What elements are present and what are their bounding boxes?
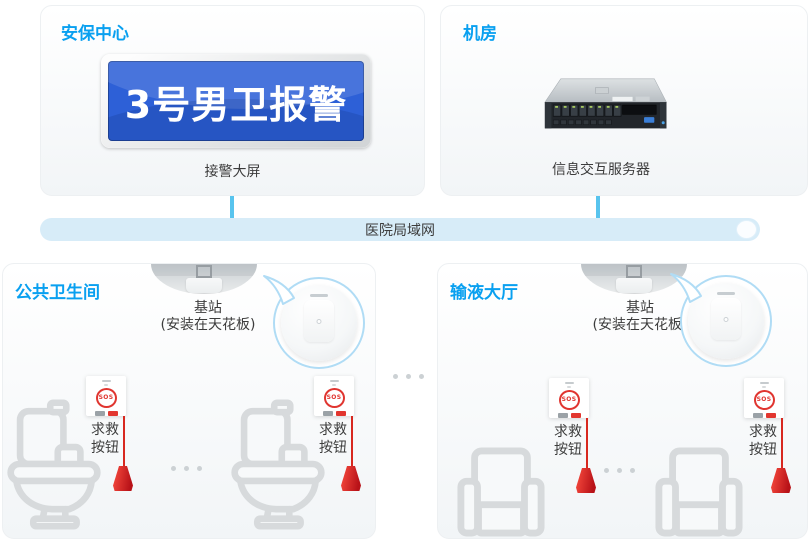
sos-brand-mark [564, 382, 574, 384]
sos-button-label: 求救 按钮 [749, 424, 777, 458]
station-tab-icon [186, 278, 222, 293]
armchair-icon [655, 447, 743, 537]
sos-ring-icon: SOS [95, 387, 117, 408]
pull-cord-icon [123, 416, 125, 467]
callout-tail-icon [263, 275, 295, 305]
server-icon [544, 78, 667, 129]
alarm-display-screen: 3号男卫报警 [108, 61, 364, 141]
sos-indicator-lights [557, 413, 581, 418]
sos-brand-mark [759, 382, 769, 384]
sos-button-label: 求救 按钮 [319, 422, 347, 456]
sos-button-label: 求救 按钮 [554, 424, 582, 458]
sos-brand-mark [332, 383, 336, 386]
ellipsis-dots-icon [393, 374, 424, 379]
sos-brand-mark [101, 380, 111, 382]
alarm-display-frame: 3号男卫报警 [101, 54, 371, 148]
sos-button-icon: SOS [314, 376, 354, 416]
sos-button-icon: SOS [549, 378, 589, 418]
sos-brand-mark [567, 385, 571, 388]
pull-cord-icon [586, 418, 588, 469]
sos-brand-mark [762, 385, 766, 388]
sos-button-icon: SOS [744, 378, 784, 418]
sos-text: SOS [756, 396, 772, 404]
sos-ring-icon: SOS [558, 389, 580, 410]
device-logo-mark [310, 294, 328, 297]
sos-text: SOS [98, 394, 114, 402]
server-caption: 信息交互服务器 [552, 162, 650, 178]
ellipsis-dots-icon [604, 468, 635, 473]
sos-ring-icon: SOS [323, 387, 345, 408]
ellipsis-dots-icon [171, 466, 202, 471]
lan-label: 医院局域网 [365, 222, 435, 239]
lan-link-left [230, 196, 234, 218]
server-group: 信息交互服务器 [441, 6, 761, 195]
sos-call-unit: SOS 求救 按钮 [314, 376, 370, 494]
sos-call-unit: SOS 求救 按钮 [744, 378, 800, 496]
callout-tail-icon [670, 273, 702, 303]
lan-link-right [596, 196, 600, 218]
station-zoom-callout [670, 273, 772, 367]
sos-text: SOS [326, 394, 342, 402]
pull-handle-icon [113, 466, 133, 491]
ceiling-station-icon [151, 264, 257, 294]
station-label: 基站 (安装在天花板) [160, 300, 256, 333]
sos-call-unit: SOS 求救 按钮 [549, 378, 605, 496]
infusion-hall-title: 输液大厅 [450, 283, 518, 303]
sos-ring-icon: SOS [753, 389, 775, 410]
infusion-hall-panel: 输液大厅 基站 (安装在天花板) SOS [437, 263, 808, 539]
lan-end-cap-icon [736, 220, 757, 239]
pull-cord-icon [351, 416, 353, 467]
pull-handle-icon [341, 466, 361, 491]
security-center-panel: 安保中心 3号男卫报警 接警大屏 [40, 5, 425, 196]
alarm-display-caption: 接警大屏 [204, 164, 261, 180]
toilet-icon [7, 399, 101, 530]
sos-text: SOS [561, 396, 577, 404]
alarm-message: 3号男卫报警 [124, 82, 348, 127]
sos-brand-mark [104, 383, 108, 386]
sos-indicator-lights [752, 413, 776, 418]
sos-brand-mark [329, 380, 339, 382]
sos-button-label: 求救 按钮 [91, 422, 119, 456]
station-tab-icon [616, 278, 652, 293]
station-mount-icon [196, 265, 212, 278]
pull-handle-icon [771, 468, 791, 493]
sos-call-unit: SOS 求救 按钮 [86, 376, 142, 494]
pull-handle-icon [576, 468, 596, 493]
restroom-title: 公共卫生间 [15, 283, 100, 303]
sos-indicator-lights [322, 411, 346, 416]
toilet-icon [231, 399, 325, 530]
device-led-icon [723, 317, 729, 322]
hospital-lan-bus: 医院局域网 [40, 218, 760, 241]
station-zoom-callout [263, 275, 365, 369]
station-label: 基站 (安装在天花板) [592, 300, 688, 333]
restroom-panel: 公共卫生间 基站 (安装在天花板) SOS [2, 263, 376, 539]
machine-room-panel: 机房 [440, 5, 808, 196]
armchair-icon [457, 447, 545, 537]
pull-cord-icon [781, 418, 783, 469]
station-mount-icon [626, 265, 642, 278]
sos-indicator-lights [94, 411, 118, 416]
device-logo-mark [717, 292, 735, 295]
device-led-icon [316, 319, 322, 324]
sos-button-icon: SOS [86, 376, 126, 416]
machine-room-title: 机房 [463, 24, 497, 44]
security-center-title: 安保中心 [61, 24, 129, 44]
